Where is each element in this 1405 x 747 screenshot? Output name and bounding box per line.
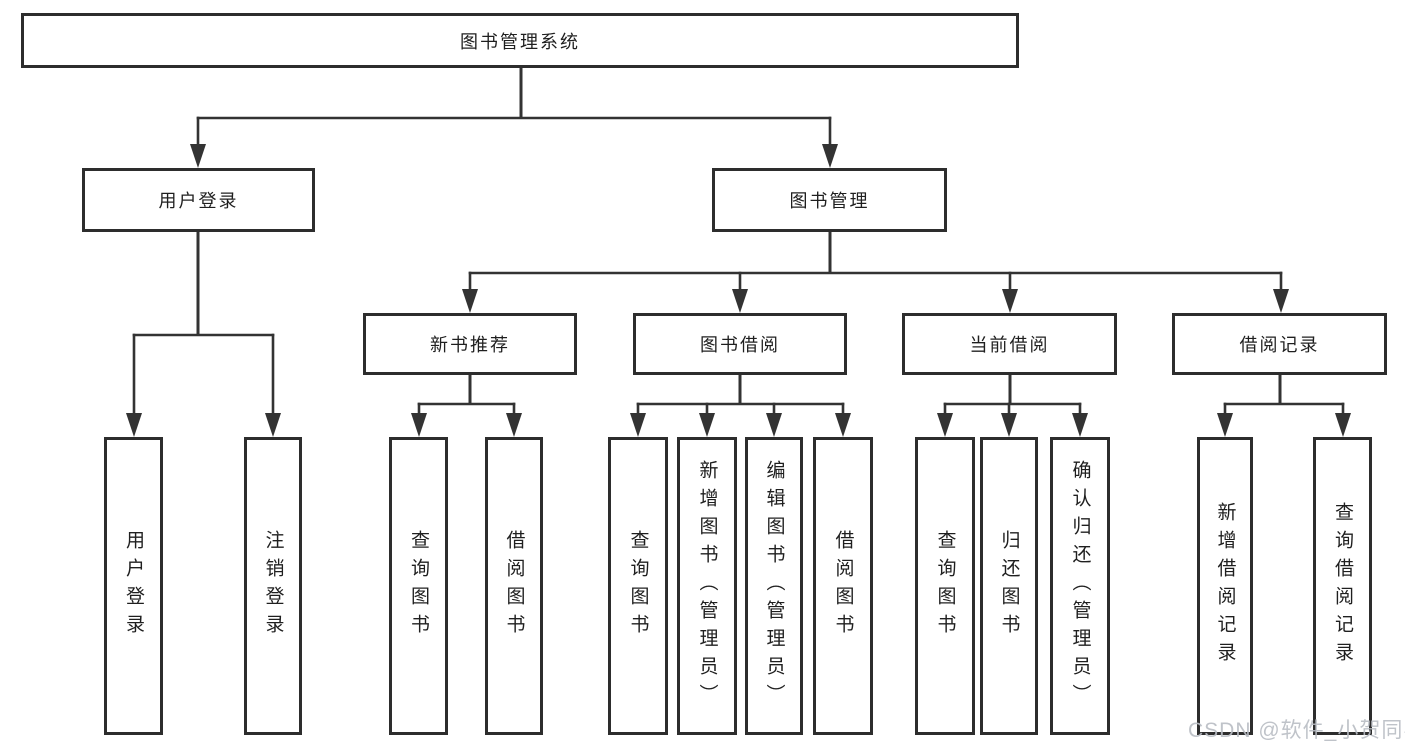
arrowhead [630, 413, 646, 437]
arrowhead [699, 413, 715, 437]
arrowhead [1335, 413, 1351, 437]
arrowhead [732, 289, 748, 313]
node-borrow-records: 借阅记录 [1172, 313, 1387, 375]
arrowhead [1072, 413, 1088, 437]
node-label: 查询借阅记录 [1332, 502, 1353, 670]
node-label: 查询图书 [627, 530, 649, 642]
arrowhead [835, 413, 851, 437]
node-label: 查询图书 [934, 530, 956, 642]
node-label: 借阅图书 [503, 530, 525, 642]
leaf-borrow-books: 借阅图书 [813, 437, 873, 735]
node-label: 图书管理 [789, 191, 870, 211]
leaf-add-borrow-record: 新增借阅记录 [1197, 437, 1253, 735]
node-library-management-system: 图书管理系统 [21, 13, 1019, 68]
leaf-confirm-return-admin: 确认归还（管理员） [1050, 437, 1110, 735]
arrowhead [265, 413, 281, 437]
node-label: 归还图书 [998, 530, 1020, 642]
leaf-query-books-current: 查询图书 [915, 437, 975, 735]
node-user-login: 用户登录 [82, 168, 315, 232]
node-book-borrow: 图书借阅 [633, 313, 847, 375]
arrowhead [937, 413, 953, 437]
leaf-user-login: 用户登录 [104, 437, 163, 735]
leaf-edit-books-admin: 编辑图书（管理员） [745, 437, 803, 735]
arrowhead [766, 413, 782, 437]
arrowhead [411, 413, 427, 437]
arrowhead [822, 144, 838, 168]
arrowhead [190, 144, 206, 168]
node-label: 当前借阅 [969, 335, 1050, 355]
arrowhead [506, 413, 522, 437]
arrowhead [462, 289, 478, 313]
leaf-query-books-borrow: 查询图书 [608, 437, 668, 735]
node-label: 借阅图书 [832, 530, 854, 642]
node-label: 新书推荐 [430, 335, 510, 355]
node-label: 用户登录 [123, 530, 144, 642]
leaf-query-books-recommend: 查询图书 [389, 437, 448, 735]
arrowhead [1002, 289, 1018, 313]
leaf-borrow-books-recommend: 借阅图书 [485, 437, 543, 735]
node-label: 注销登录 [262, 530, 284, 642]
node-label: 图书管理系统 [460, 31, 580, 52]
node-current-borrow: 当前借阅 [902, 313, 1117, 375]
node-label: 新增借阅记录 [1214, 502, 1236, 670]
leaf-logout: 注销登录 [244, 437, 302, 735]
arrowhead [1001, 413, 1017, 437]
arrowhead [1217, 413, 1233, 437]
leaf-query-borrow-record: 查询借阅记录 [1313, 437, 1372, 735]
node-label: 图书借阅 [700, 335, 780, 355]
leaf-return-books: 归还图书 [980, 437, 1038, 735]
arrowhead [1273, 289, 1289, 313]
leaf-add-books-admin: 新增图书（管理员） [677, 437, 737, 735]
node-label: 查询图书 [408, 530, 429, 642]
node-label: 新增图书（管理员） [696, 460, 718, 712]
node-label: 编辑图书（管理员） [763, 460, 785, 712]
node-book-management: 图书管理 [712, 168, 947, 232]
arrowhead [126, 413, 142, 437]
node-new-book-recommend: 新书推荐 [363, 313, 577, 375]
node-label: 确认归还（管理员） [1069, 460, 1091, 712]
node-label: 借阅记录 [1239, 335, 1320, 355]
node-label: 用户登录 [158, 191, 239, 211]
